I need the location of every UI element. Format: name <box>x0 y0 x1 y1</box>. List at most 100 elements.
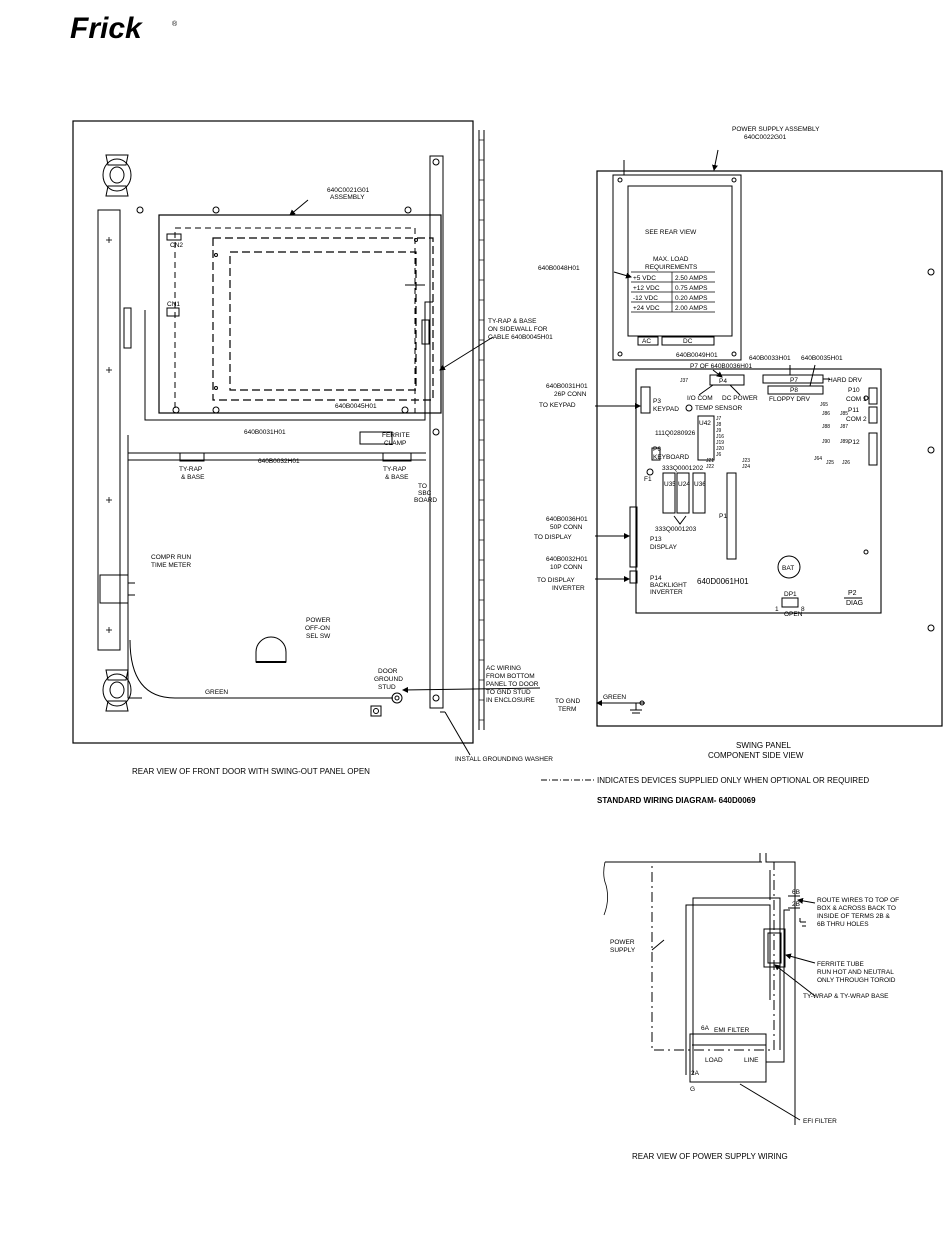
cable-640b0045-loop <box>127 435 142 699</box>
diagram-label: POWER SUPPLY ASSEMBLY <box>732 126 820 133</box>
diagram-label: U42 <box>699 420 711 427</box>
diagram-label: FERRITE TUBE <box>817 961 864 968</box>
diagram-label: J19 <box>716 440 724 446</box>
diagram-label: KEYPAD <box>653 406 679 413</box>
diagram-label: U24 <box>678 481 690 488</box>
diagram-label: COM 1 <box>846 396 867 403</box>
diagram-label: EMI FILTER <box>714 1027 750 1034</box>
p13-display-connector <box>629 506 638 568</box>
diagram-label: DISPLAY <box>650 544 678 551</box>
run-time-meter <box>99 574 129 604</box>
diagram-label: J88 <box>822 424 830 430</box>
diagram-label: 640C0021G01 <box>327 187 370 194</box>
diagram-label: U35 <box>664 481 676 488</box>
diagram-label: INVERTER <box>650 589 683 596</box>
diagram-label: BAT <box>782 565 794 572</box>
left-mounting-bar <box>97 209 121 651</box>
diagram-label: 640B0032H01 <box>258 458 300 465</box>
diagram-label: ASSEMBLY <box>330 194 365 201</box>
hinge-ticks <box>479 139 484 721</box>
diagram-label: 0.20 AMPS <box>675 295 708 302</box>
diagram-label: 10P CONN <box>550 564 583 571</box>
diagram-label: ON SIDEWALL FOR <box>488 326 548 333</box>
diagram-label: TIME METER <box>151 562 191 569</box>
wire-route-2 <box>692 897 781 1075</box>
diagram-label: G <box>690 1086 695 1093</box>
diagram-label: U36 <box>694 481 706 488</box>
diagram-label: 640B0048H01 <box>538 265 580 272</box>
diagram-label: REAR VIEW OF POWER SUPPLY WIRING <box>632 1152 788 1161</box>
diagram-label: 6A <box>701 1025 710 1032</box>
u35-chip <box>662 472 676 514</box>
diagram-label: 50P CONN <box>550 524 583 531</box>
p3-keypad-connector <box>640 386 651 414</box>
jumper-labels: J37 J7 J8 J9 J16 J19 J20 J6 J21 J22 J23 … <box>680 378 850 470</box>
diagram-label: PANEL TO DOOR <box>486 681 539 688</box>
diagram-label: J21 <box>706 458 714 464</box>
diagram-label: P2 <box>848 590 857 597</box>
diagram-label: 6B <box>792 889 800 896</box>
diagram-label: TO KEYPAD <box>539 402 576 409</box>
diagram-label: SBC <box>418 490 432 497</box>
enclosure-outline <box>605 853 796 1125</box>
p14-backlight-connector <box>629 570 638 584</box>
diagram-label: BACKLIGHT <box>650 582 687 589</box>
diagram-label: P3 <box>653 398 661 405</box>
diagram-label: P13 <box>650 536 662 543</box>
diagram-label: P1 <box>719 513 727 520</box>
diagram-label: I/O COM <box>687 395 713 402</box>
diagram-label: J20 <box>716 446 724 452</box>
green-wire <box>129 639 393 699</box>
diagram-label: 640B0045H01 <box>335 403 377 410</box>
diagram-label: J25 <box>826 460 834 466</box>
diagram-label: J86 <box>822 411 830 417</box>
diagram-label: TEMP SENSOR <box>695 405 743 412</box>
diagram-label: J90 <box>822 439 830 445</box>
diagram-label: J65 <box>820 402 828 408</box>
diagram-label: 333Q0001202 <box>662 465 704 472</box>
diagram-label: P6 <box>653 446 661 453</box>
diagram-label: AC <box>642 338 651 345</box>
diagram-label: 8 <box>801 606 805 613</box>
diagram-label: DP1 <box>784 591 797 598</box>
diagram-label: P10 <box>848 387 860 394</box>
diagram-label: 333Q0001203 <box>655 526 697 533</box>
diagram-label: AC WIRING <box>486 665 521 672</box>
diagram-label: DC <box>683 338 693 345</box>
sbc-board <box>635 368 882 614</box>
diagram-label: LOAD <box>705 1057 723 1064</box>
diagram-label: J6 <box>716 452 722 458</box>
diagram-label: P4 <box>719 378 727 385</box>
diagram-label: 640B0033H01 <box>749 355 791 362</box>
diagram-label: LINE <box>744 1057 759 1064</box>
diagram-label: J64 <box>814 456 822 462</box>
wing-nut-top <box>102 154 132 197</box>
cable-640b0031 <box>144 301 433 421</box>
diagram-label: 640B0031H01 <box>244 429 286 436</box>
diagram-label: STUD <box>378 684 396 691</box>
wing-nut-bottom <box>102 669 132 712</box>
emi-filter <box>689 1033 767 1083</box>
diagram-label: 0.75 AMPS <box>675 285 708 292</box>
diagram-label: TERM <box>558 706 576 713</box>
diagram-label: CABLE 640B0045H01 <box>488 334 553 341</box>
diagram-label: 640B0032H01 <box>546 556 588 563</box>
diagram-label: P8 <box>790 387 798 394</box>
psu-wiring-view <box>603 853 816 1125</box>
diagram-label: P12 <box>848 439 860 446</box>
diagram-label: SEE REAR VIEW <box>645 229 697 236</box>
diagram-label: ® <box>172 20 178 28</box>
diagram-label: +24 VDC <box>633 305 660 312</box>
diagram-label: RUN HOT AND NEUTRAL <box>817 969 894 976</box>
diagram-label: FLOPPY DRV <box>769 396 811 403</box>
diagram-label: POWER <box>306 617 331 624</box>
swing-panel-labels: POWER SUPPLY ASSEMBLY 640C0022G01 SEE RE… <box>534 126 867 760</box>
diagram-label: ROUTE WIRES TO TOP OF <box>817 897 899 904</box>
diagram-label: TY-RAP <box>383 466 406 473</box>
power-switch <box>255 636 287 663</box>
diagram-label: STANDARD WIRING DIAGRAM- 640D0069 <box>597 796 756 805</box>
diagram-label: J16 <box>716 434 724 440</box>
left-bar-slot <box>123 307 132 349</box>
diagram-label: 2B <box>792 901 800 908</box>
